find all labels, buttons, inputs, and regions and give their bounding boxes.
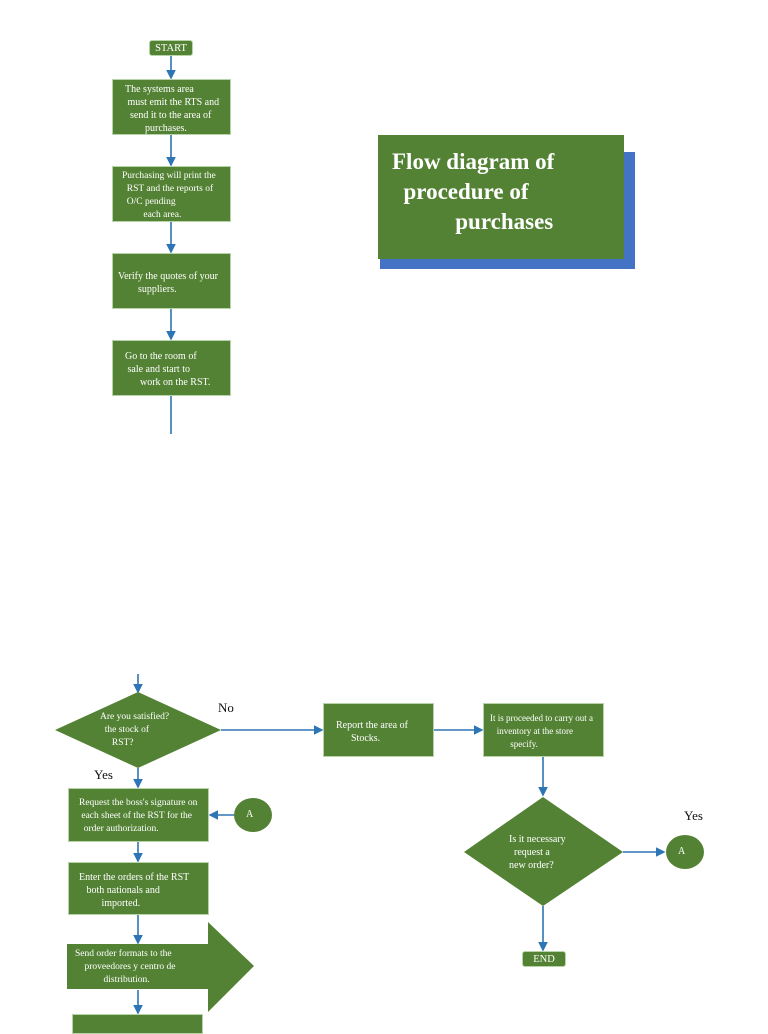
process-step2: Purchasing will print the RST and the re…: [112, 166, 231, 222]
decision2-shape: [464, 797, 623, 906]
diagram-title: Flow diagram of procedure of purchases: [378, 135, 624, 259]
send-formats-text: Send order formats to the proveedores y …: [75, 949, 176, 985]
process-step4: Go to the room of sale and start to work…: [112, 340, 231, 396]
send-formats-shape: [67, 922, 254, 1012]
process-request-signature: Request the boss's signature on each she…: [68, 788, 209, 842]
process-request-signature-text: Request the boss's signature on each she…: [79, 798, 198, 834]
connector-a-right-label: A: [678, 846, 686, 857]
label-yes-left: Yes: [94, 767, 113, 782]
process-step4-text: Go to the room of sale and start to work…: [125, 351, 211, 388]
connector-a-right-shape: [666, 835, 704, 869]
decision2-text: Is it necessary request a new order?: [509, 834, 566, 871]
process-inventory: It is proceeded to carry out a inventory…: [483, 703, 604, 757]
process-report-stocks: Report the area of Stocks.: [323, 703, 434, 757]
process-next-partial: [72, 1014, 203, 1034]
process-inventory-text: It is proceeded to carry out a inventory…: [490, 713, 593, 749]
decision1-shape: [55, 692, 221, 768]
label-yes-right: Yes: [684, 808, 703, 823]
process-report-stocks-text: Report the area of Stocks.: [336, 720, 408, 744]
process-enter-orders: Enter the orders of the RST both nationa…: [68, 862, 209, 915]
process-enter-orders-text: Enter the orders of the RST both nationa…: [79, 872, 190, 909]
process-step1-text: The systems area must emit the RTS and s…: [125, 84, 220, 134]
start-terminal: START: [149, 40, 193, 56]
connector-a-left-shape: [234, 798, 272, 832]
process-step1: The systems area must emit the RTS and s…: [112, 79, 231, 135]
connector-a-left-label: A: [246, 809, 254, 820]
label-no: No: [218, 700, 234, 715]
process-step3: Verify the quotes of your suppliers.: [112, 253, 231, 309]
process-step2-text: Purchasing will print the RST and the re…: [122, 171, 216, 220]
end-terminal: END: [522, 951, 566, 967]
decision1-text: Are you satisfied? the stock of RST?: [100, 712, 170, 748]
process-step3-text: Verify the quotes of your suppliers.: [118, 271, 218, 295]
